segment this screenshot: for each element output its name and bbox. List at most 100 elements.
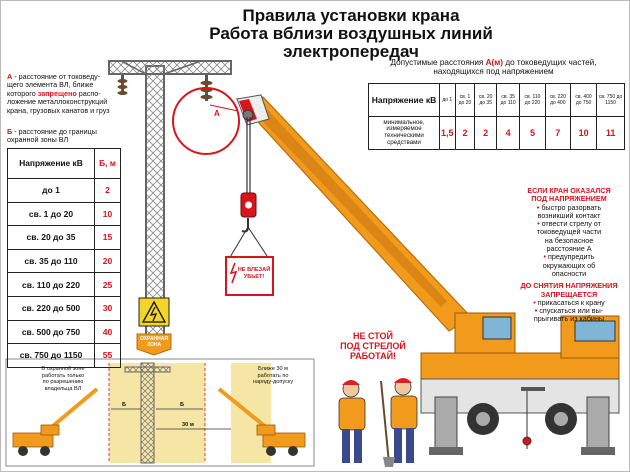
crane-truck xyxy=(420,312,620,455)
distance-column-header: св. 220 до 400 xyxy=(544,83,572,117)
inset-note-line: работать только xyxy=(41,372,85,379)
instruction-text: предупредить xyxy=(548,252,595,262)
protection-zone-arrow xyxy=(136,333,172,356)
zone-voltage-cell: св. 500 до 750 xyxy=(7,319,95,345)
inset-note-line: владельца ВЛ xyxy=(44,385,82,392)
distance-column-header: св. 400 до 750 xyxy=(569,83,598,117)
insulator-left-icon xyxy=(117,75,128,95)
caption-part-1: Допустимые расстояния xyxy=(390,58,486,67)
instruction-text: токоведущей части xyxy=(536,227,602,237)
zone-voltage-cell: до 1 xyxy=(7,178,95,203)
worker-right-figure xyxy=(380,378,418,467)
instruction-text: опасности xyxy=(551,268,587,278)
warning-line-1: НЕ СТОЙ xyxy=(352,331,394,341)
note-a-text-5: крана, грузовых канатов и груз xyxy=(7,105,110,115)
bullet-icon: • xyxy=(537,219,540,229)
allowed-distance-table: Напряжение кВ до 1 св. 1 до 20 св. 20 до… xyxy=(368,83,625,150)
list-item: • отвести стрелу от токоведущей части на… xyxy=(517,220,621,253)
emergency-instructions: ЕСЛИ КРАН ОКАЗАЛСЯ ПОД НАПРЯЖЕНИЕМ • быс… xyxy=(517,186,621,324)
inset-note-line: работать по xyxy=(257,372,289,379)
instruction-text: на безопасное xyxy=(544,235,594,245)
power-line-tower xyxy=(108,60,232,350)
note-b-text-2: охранной зоны ВЛ xyxy=(7,135,69,145)
zone-value-cell: 20 xyxy=(94,248,121,274)
note-a-forbidden: запрещено xyxy=(37,88,77,98)
caption-unit-a: А(м) xyxy=(485,58,504,67)
zone-value-cell: 30 xyxy=(94,295,121,321)
inset-label-30m: 30 м xyxy=(182,422,194,428)
warning-line-3: РАБОТАЙ! xyxy=(349,351,397,361)
inset-note-line: Ближе 30 м xyxy=(257,366,289,372)
high-voltage-sign xyxy=(138,297,170,327)
inset-label-b-right: Б xyxy=(179,402,185,408)
protection-zone-label: ОХРАННАЯ ЗОНА xyxy=(137,336,171,348)
inset-diagram xyxy=(5,358,315,467)
forbidden-text: спускаться или вы- xyxy=(539,306,604,316)
zone-voltage-cell: св. 220 до 500 xyxy=(7,295,95,321)
bullet-icon: • xyxy=(543,252,547,262)
instruction-text: окружающих об xyxy=(542,260,596,270)
distance-value-cell: 2 xyxy=(454,116,476,150)
note-a-text-3c: распо- xyxy=(76,88,101,98)
zone-value-cell: 55 xyxy=(94,343,121,368)
zone-value-cell: 2 xyxy=(94,178,121,203)
danger-sign-board xyxy=(225,256,274,296)
list-item: • предупредить окружающих об опасности xyxy=(517,253,621,278)
zone-label-line-2: ЗОНА xyxy=(146,342,162,348)
distance-column-header: св. 750 до 1150 xyxy=(596,83,625,117)
caption-part-2: до токоведущих частей, xyxy=(503,58,597,67)
zone-value-cell: 15 xyxy=(94,225,121,250)
instruction-text: отвести стрелу от xyxy=(541,219,601,229)
caption-line-2: находящихся под напряжением xyxy=(433,67,554,77)
sign-line-1: НЕ ВЛЕЗАЙ xyxy=(237,267,271,273)
zone-voltage-cell: св. 1 до 20 xyxy=(7,201,95,227)
forbidden-text: прикасаться к крану xyxy=(537,297,605,307)
instruction-text: расстояние А xyxy=(546,244,592,254)
note-distance-b: Б - расстояние до границы охранной зоны … xyxy=(7,127,123,145)
zone-table-header-b: Б, м xyxy=(94,148,121,179)
distance-a-label: А xyxy=(214,109,220,118)
instructions-heading-3: ДО СНЯТИЯ НАПРЯЖЕНИЯ xyxy=(520,281,618,291)
inset-note-line: В охранной зоне xyxy=(41,366,85,372)
zone-voltage-cell: св. 110 до 220 xyxy=(7,272,95,297)
zone-value-cell: 10 xyxy=(94,201,121,227)
bullet-icon: • xyxy=(533,297,536,307)
stand-clear-warning: НЕ СТОЙ ПОД СТРЕЛОЙ РАБОТАЙ! xyxy=(323,331,423,361)
instruction-text: возникший контакт xyxy=(537,210,601,220)
inset-label-b-left: Б xyxy=(121,402,127,408)
instruction-text: быстро разорвать xyxy=(541,202,602,212)
danger-sign-text: НЕ ВЛЕЗАЙ УБЬЕТ! xyxy=(237,267,271,281)
note-b-text-1: - расстояние до границы xyxy=(12,127,97,136)
distance-column-header: св. 35 до 110 xyxy=(495,83,521,117)
distance-value-cell: 10 xyxy=(569,116,598,150)
allowed-distance-caption: Допустимые расстояния А(м) до токоведущи… xyxy=(361,58,626,77)
note-b-prefix: Б xyxy=(7,127,13,136)
zone-table-header-voltage: Напряжение кВ xyxy=(7,148,95,179)
title-line-2: Работа вблизи воздушных линий электропер… xyxy=(209,24,493,61)
crane-hook xyxy=(228,117,270,260)
sign-line-2: УБЬЕТ! xyxy=(243,274,265,280)
list-item: • прикасаться к крану xyxy=(517,297,621,307)
instructions-heading-2: ПОД НАПРЯЖЕНИЕМ xyxy=(531,194,607,204)
page-title: Правила установки крана Работа вблизи во… xyxy=(151,7,551,61)
note-a-prefix: А xyxy=(7,72,13,81)
distance-value-cell: 2 xyxy=(474,116,497,150)
distance-a-marker xyxy=(209,104,239,112)
forbidden-text: прыгивать из кабины xyxy=(533,314,605,324)
distance-value-cell: 7 xyxy=(544,116,572,150)
zone-label-line-1: ОХРАННАЯ xyxy=(140,336,168,342)
zone-voltage-cell: св. 20 до 35 xyxy=(7,225,95,250)
list-item: • быстро разорвать возникший контакт xyxy=(517,202,621,221)
note-a-text-4: ложение металлоконструкций xyxy=(7,97,108,107)
danger-radius-circle xyxy=(172,87,240,155)
